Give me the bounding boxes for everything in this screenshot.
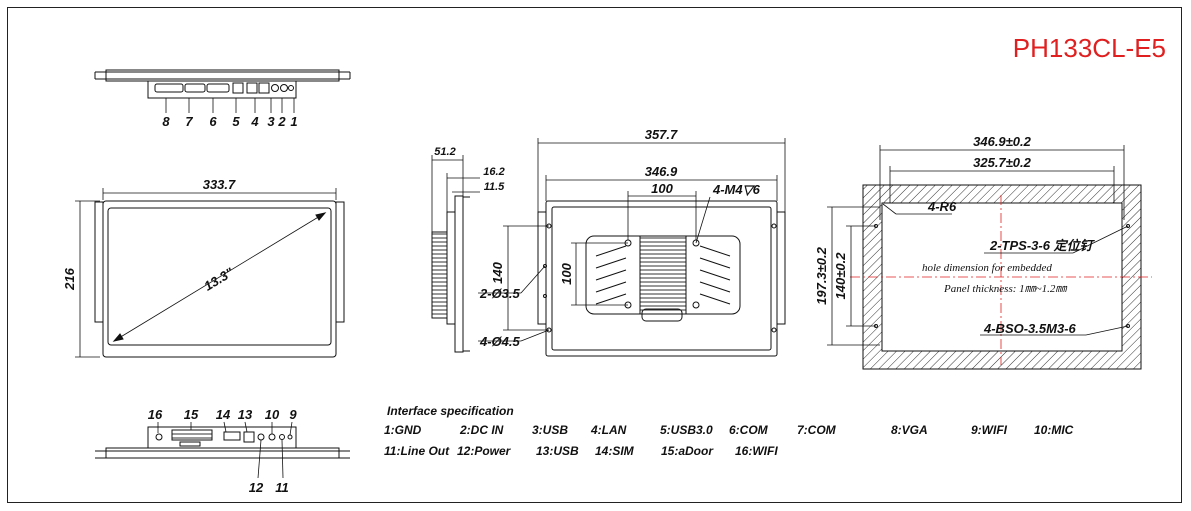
interface-spec: Interface specification 1:GND 2:DC IN 3:… <box>384 404 1074 458</box>
cutout-note-thickness: Panel thickness: 1㎜~1.2㎜ <box>943 283 1067 295</box>
top-port-label: 3 <box>267 114 275 129</box>
front-height-label: 216 <box>62 267 77 290</box>
side-bezel-label: 16.2 <box>483 166 504 178</box>
cutout-view <box>827 145 1152 370</box>
top-port-label: 7 <box>185 114 193 129</box>
side-depth-label: 51.2 <box>434 146 455 158</box>
top-port-label: 6 <box>209 114 217 129</box>
bottom-port-label: 16 <box>148 407 163 422</box>
interface-item: 1:GND <box>384 423 422 437</box>
interface-item: 16:WIFI <box>735 444 778 458</box>
interface-item: 2:DC IN <box>459 423 504 437</box>
top-view-port-labels: 8 7 6 5 4 3 2 1 <box>162 114 297 129</box>
interface-item: 11:Line Out <box>384 444 450 458</box>
top-view <box>94 69 351 99</box>
rear-hole-small: 2-Ø3.5 <box>479 286 521 301</box>
cutout-locator: 2-TPS-3-6 定位钉 <box>989 238 1096 253</box>
top-port-label: 4 <box>250 114 259 129</box>
interface-item: 7:COM <box>797 423 837 437</box>
interface-item: 6:COM <box>729 423 769 437</box>
interface-item: 12:Power <box>457 444 512 458</box>
top-port-label: 1 <box>290 114 297 129</box>
bottom-view <box>95 426 350 459</box>
front-width-label: 333.7 <box>203 177 236 192</box>
rear-inner-width: 346.9 <box>645 164 678 179</box>
bottom-port-label: 12 <box>249 480 264 495</box>
cutout-bso: 4-BSO-3.5M3-6 <box>983 321 1077 336</box>
interface-item: 4:LAN <box>590 423 627 437</box>
front-view <box>75 188 345 358</box>
cutout-outer-height: 197.3±0.2 <box>814 246 829 305</box>
cutout-inner-height: 140±0.2 <box>833 252 848 300</box>
bottom-port-label: 13 <box>238 407 253 422</box>
interface-item: 13:USB <box>536 444 579 458</box>
cutout-note-embedded: hole dimension for embedded <box>922 262 1052 274</box>
interface-item: 15:aDoor <box>661 444 714 458</box>
bottom-port-label: 10 <box>265 407 280 422</box>
interface-item: 10:MIC <box>1034 423 1074 437</box>
cutout-inner-width: 325.7±0.2 <box>973 155 1032 170</box>
bottom-port-label: 11 <box>275 480 289 495</box>
bottom-view-leaders <box>157 421 293 479</box>
interface-item: 3:USB <box>532 423 568 437</box>
cutout-outer-width: 346.9±0.2 <box>973 134 1032 149</box>
interface-item: 9:WIFI <box>971 423 1008 437</box>
bottom-port-label: 15 <box>184 407 199 422</box>
bottom-port-label: 9 <box>289 407 297 422</box>
rear-view <box>478 138 786 357</box>
rear-overall-width: 357.7 <box>645 127 678 142</box>
interface-item: 5:USB3.0 <box>660 423 713 437</box>
side-plate-label: 11.5 <box>484 181 505 193</box>
rear-mount-label: 4-M4▽6 <box>712 182 761 197</box>
top-port-label: 2 <box>277 114 286 129</box>
rear-mount-width: 100 <box>651 181 673 196</box>
diagonal-label: 13.3" <box>201 264 236 293</box>
drawing-frame <box>7 7 1182 503</box>
rear-mount-height: 100 <box>559 262 574 284</box>
cutout-radius: 4-R6 <box>927 199 957 214</box>
side-view <box>431 155 480 353</box>
rear-side-height: 140 <box>490 261 505 283</box>
interface-item: 14:SIM <box>595 444 635 458</box>
bottom-port-label: 14 <box>216 407 231 422</box>
model-title: PH133CL-E5 <box>1013 33 1166 63</box>
interface-item: 8:VGA <box>891 423 928 437</box>
bottom-view-port-labels: 16 15 14 13 10 9 12 11 <box>148 407 298 495</box>
top-port-label: 5 <box>232 114 240 129</box>
rear-hole-large: 4-Ø4.5 <box>479 334 521 349</box>
top-port-label: 8 <box>162 114 170 129</box>
interface-heading: Interface specification <box>387 404 514 418</box>
top-view-leaders <box>165 98 295 113</box>
